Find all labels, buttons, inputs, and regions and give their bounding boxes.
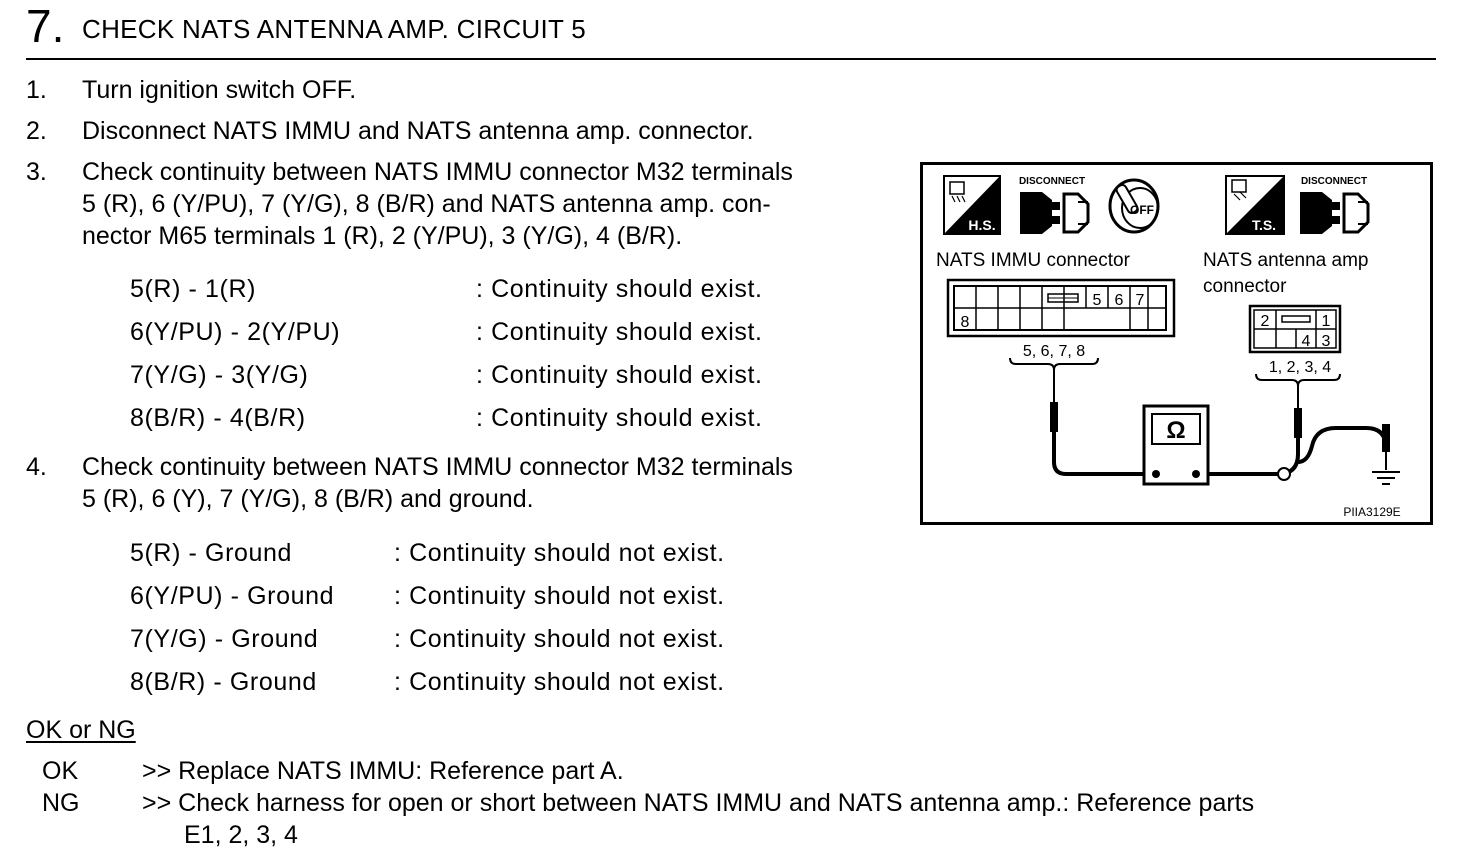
table1-result-2: : Continuity should exist. bbox=[476, 318, 763, 346]
table1-result-1: : Continuity should exist. bbox=[476, 275, 763, 303]
hs-badge-text: H.S. bbox=[968, 217, 995, 233]
off-label: OFF bbox=[1130, 203, 1154, 217]
table2-pair-4: 8(B/R) - Ground bbox=[130, 668, 317, 696]
page-title: CHECK NATS ANTENNA AMP. CIRCUIT 5 bbox=[82, 14, 587, 44]
result-heading: OK or NG bbox=[26, 716, 136, 744]
immu-pin-7: 7 bbox=[1136, 292, 1145, 309]
ground-probe bbox=[1297, 424, 1390, 470]
hs-badge-icon: H.S. bbox=[943, 175, 1001, 235]
immu-connector-face bbox=[946, 278, 1176, 338]
table1-pair-2: 6(Y/PU) - 2(Y/PU) bbox=[130, 318, 341, 346]
table1-pair-4: 8(B/R) - 4(B/R) bbox=[130, 404, 306, 432]
amp-pin-4: 4 bbox=[1302, 333, 1311, 350]
table1-result-3: : Continuity should exist. bbox=[476, 361, 763, 389]
ts-badge-icon: T.S. bbox=[1225, 175, 1285, 235]
step-3-number: 3. bbox=[26, 158, 47, 186]
table2-result-2: : Continuity should not exist. bbox=[394, 582, 725, 610]
table2-result-4: : Continuity should not exist. bbox=[394, 668, 725, 696]
amp-connector-label-line-1: NATS antenna amp bbox=[1203, 250, 1368, 271]
step-1-text: Turn ignition switch OFF. bbox=[82, 76, 357, 104]
immu-pin-8: 8 bbox=[961, 314, 970, 331]
disconnect-connector-icon-left bbox=[1020, 192, 1090, 234]
immu-connector-label: NATS IMMU connector bbox=[936, 250, 1131, 271]
figure-code: PIIA3129E bbox=[1343, 505, 1400, 519]
table2-result-1: : Continuity should not exist. bbox=[394, 539, 725, 567]
ohmmeter: Ω bbox=[1142, 404, 1210, 486]
title-rule bbox=[26, 58, 1436, 60]
table2-pair-1: 5(R) - Ground bbox=[130, 539, 293, 567]
ignition-key-off-icon: OFF bbox=[1108, 178, 1160, 234]
step-number: 7. bbox=[26, 0, 65, 52]
amp-connector-face bbox=[1248, 304, 1342, 354]
table2-pair-2: 6(Y/PU) - Ground bbox=[130, 582, 335, 610]
ok-label: OK bbox=[42, 757, 79, 785]
ng-text-continued: E1, 2, 3, 4 bbox=[184, 821, 298, 849]
step-4-line-2: 5 (R), 6 (Y), 7 (Y/G), 8 (B/R) and groun… bbox=[82, 485, 534, 513]
step-2-text: Disconnect NATS IMMU and NATS antenna am… bbox=[82, 117, 754, 145]
immu-terminals-label: 5, 6, 7, 8 bbox=[1023, 343, 1085, 360]
amp-pin-3: 3 bbox=[1322, 333, 1331, 350]
ok-text: >> Replace NATS IMMU: Reference part A. bbox=[142, 757, 624, 785]
right-probe bbox=[1208, 382, 1302, 481]
disconnect-label-right: DISCONNECT bbox=[1301, 176, 1367, 187]
step-1-number: 1. bbox=[26, 76, 47, 104]
table1-result-4: : Continuity should exist. bbox=[476, 404, 763, 432]
ts-badge-text: T.S. bbox=[1252, 217, 1276, 233]
step-3-line-1: Check continuity between NATS IMMU conne… bbox=[82, 158, 793, 186]
table1-pair-1: 5(R) - 1(R) bbox=[130, 275, 257, 303]
ohm-symbol: Ω bbox=[1166, 417, 1185, 444]
step-4-number: 4. bbox=[26, 453, 47, 481]
immu-pin-5: 5 bbox=[1093, 292, 1102, 309]
ground-symbol-icon bbox=[1372, 471, 1400, 485]
disconnect-label-left: DISCONNECT bbox=[1019, 176, 1085, 187]
amp-connector-label-line-2: connector bbox=[1203, 276, 1287, 297]
left-probe bbox=[1050, 370, 1154, 476]
ng-text: >> Check harness for open or short betwe… bbox=[142, 789, 1255, 817]
amp-pin-2: 2 bbox=[1261, 313, 1270, 330]
table2-pair-3: 7(Y/G) - Ground bbox=[130, 625, 319, 653]
step-2-number: 2. bbox=[26, 117, 47, 145]
table1-pair-3: 7(Y/G) - 3(Y/G) bbox=[130, 361, 309, 389]
amp-pin-1: 1 bbox=[1322, 313, 1331, 330]
table2-result-3: : Continuity should not exist. bbox=[394, 625, 725, 653]
amp-terminals-label: 1, 2, 3, 4 bbox=[1269, 359, 1331, 376]
immu-pin-6: 6 bbox=[1115, 292, 1124, 309]
step-3-line-2: 5 (R), 6 (Y/PU), 7 (Y/G), 8 (B/R) and NA… bbox=[82, 190, 771, 218]
disconnect-connector-icon-right bbox=[1300, 192, 1370, 234]
ng-label: NG bbox=[42, 789, 80, 817]
step-3-line-3: nector M65 terminals 1 (R), 2 (Y/PU), 3 … bbox=[82, 222, 683, 250]
step-4-line-1: Check continuity between NATS IMMU conne… bbox=[82, 453, 793, 481]
wiring-diagram: H.S. DISCONNECT OFF T.S. DISCONNECT NATS… bbox=[920, 162, 1433, 525]
